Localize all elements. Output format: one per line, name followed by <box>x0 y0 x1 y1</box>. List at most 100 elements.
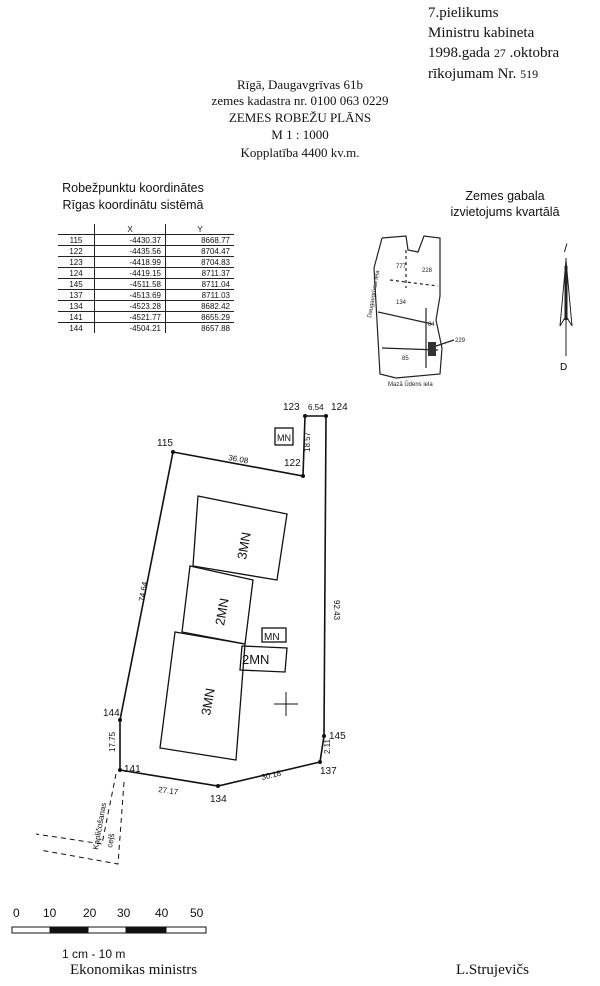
building-label: MN <box>264 632 280 643</box>
scale-tick-label: 10 <box>43 906 57 920</box>
y-value: 8711.04 <box>165 278 234 290</box>
location-title-1: Zemes gabala <box>465 189 545 203</box>
point-label-123: 123 <box>283 402 300 413</box>
annex-order-number: 519 <box>520 67 539 81</box>
parcel-label: 85 <box>402 356 409 362</box>
scale-caption: 1 cm - 10 m <box>62 947 125 960</box>
distance-label: 17.75 <box>108 731 117 752</box>
building-label: 3MN <box>234 531 254 561</box>
point-id: 141 <box>58 311 95 323</box>
point-id: 123 <box>58 256 95 268</box>
annex-date-prefix: 1998.gada <box>428 45 491 61</box>
point-label-134: 134 <box>210 794 227 805</box>
boundary-point <box>118 768 122 772</box>
plan-title: ZEMES ROBEŽU PLĀNS <box>228 110 372 125</box>
plan-cadastre: zemes kadastra nr. 0100 063 0229 <box>211 93 389 108</box>
street-left-label: Daugavgrīvas iela <box>367 269 381 318</box>
boundary-point <box>301 474 305 478</box>
boundary-point <box>118 718 122 722</box>
boundary-point <box>171 450 175 454</box>
point-label-144: 144 <box>103 708 120 719</box>
parcel-label: 84 <box>428 322 435 328</box>
road-edge <box>39 781 125 865</box>
parcel-label: 134 <box>396 300 407 306</box>
point-id: 137 <box>58 289 95 301</box>
annex-line-3: 1998.gada 27 .oktobra <box>428 44 559 63</box>
building-small <box>239 645 288 673</box>
distance-label: 74.64 <box>137 581 149 603</box>
parcel-highlight <box>428 342 436 356</box>
x-value: -4523.28 <box>94 300 166 312</box>
location-map: 777 228 134 84 85 229 Mazā Ūdens iela Da… <box>367 235 466 388</box>
building-label: MN <box>277 433 291 443</box>
y-value: 8711.03 <box>165 289 234 301</box>
building-tiny <box>261 627 287 643</box>
y-value: 8655.29 <box>165 311 234 323</box>
scale-tick-label: 40 <box>155 906 169 920</box>
parcel-label: 777 <box>396 264 407 270</box>
annex-line-4: rīkojumam Nr. 519 <box>428 65 538 84</box>
y-value: 8682.42 <box>165 300 234 312</box>
point-id: 144 <box>58 322 95 333</box>
north-top-mark: / <box>564 241 568 255</box>
scale-bar: 0 10 20 30 40 50 1 cm - 10 m <box>11 906 207 960</box>
annex-line-2: Ministru kabineta <box>428 25 535 41</box>
distance-label: 92.43 <box>332 600 341 621</box>
boundary-point <box>318 760 322 764</box>
distance-label: 6.54 <box>308 403 324 412</box>
scale-tick-label: 20 <box>83 906 97 920</box>
y-value: 8657.88 <box>165 322 234 333</box>
x-value: -4430.37 <box>94 234 166 246</box>
point-label-115: 115 <box>157 438 173 449</box>
block-outline <box>373 235 443 379</box>
coordinates-title-2: Rīgas koordinātu sistēmā <box>62 198 204 212</box>
leader-line <box>435 339 455 347</box>
coordinates-header-row: X Y <box>58 224 234 235</box>
scale-segment <box>50 927 88 933</box>
north-bottom-mark: D <box>560 362 567 373</box>
scale-segment <box>126 927 166 933</box>
point-label-145: 145 <box>329 731 346 742</box>
cross-mark <box>274 692 298 716</box>
annex-date-month: .oktobra <box>509 45 560 61</box>
point-id: 115 <box>58 234 95 246</box>
point-id: 145 <box>58 278 95 290</box>
x-value: -4504.21 <box>94 322 166 333</box>
building-label: 2MN <box>242 652 269 667</box>
boundary-point <box>216 784 220 788</box>
parcel-boundary <box>119 415 327 787</box>
annex-order-prefix: rīkojumam Nr. <box>428 66 517 82</box>
point-id: 124 <box>58 267 95 279</box>
street-bottom-label: Mazā Ūdens iela <box>388 381 433 388</box>
scale-segment <box>87 926 127 934</box>
scale-tick-label: 50 <box>190 906 204 920</box>
point-id: 122 <box>58 245 95 257</box>
y-value: 8711.37 <box>165 267 234 279</box>
north-arrow: / D <box>559 241 573 373</box>
parcel-label: 229 <box>455 338 466 344</box>
y-value: 8704.83 <box>165 256 234 268</box>
boundary-point <box>322 734 326 738</box>
footer-signature: L.Strujevičs <box>456 962 529 978</box>
plan-area: Kopplatība 4400 kv.m. <box>240 145 360 160</box>
building-top <box>192 495 288 581</box>
annex-date-day: 27 <box>493 46 506 60</box>
plan-scale: M 1 : 1000 <box>271 127 329 142</box>
building-corner <box>274 427 294 446</box>
boundary-plan: 115 122 123 124 145 137 134 141 144 36.0… <box>35 402 348 865</box>
building-label: 3MN <box>198 687 218 717</box>
y-value: 8704.47 <box>165 245 234 257</box>
parcel-divider <box>377 311 433 325</box>
distance-label: 18.57 <box>303 431 312 452</box>
distance-label: 36.08 <box>228 453 250 465</box>
x-value: -4435.56 <box>94 245 166 257</box>
x-value: -4419.15 <box>94 267 166 279</box>
annex-line-1: 7.pielikums <box>428 5 499 21</box>
boundary-point <box>303 414 307 418</box>
